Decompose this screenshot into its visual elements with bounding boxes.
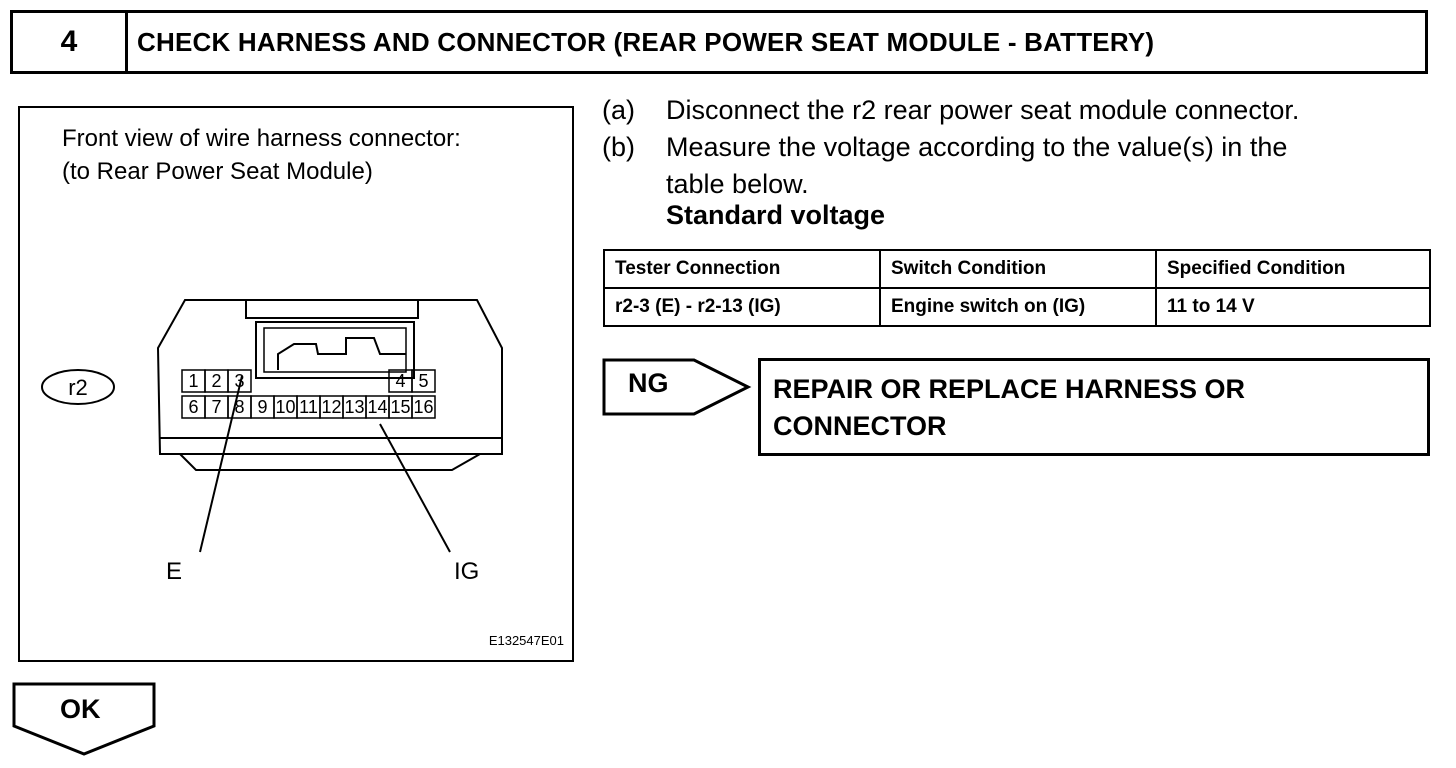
- step-header: 4 CHECK HARNESS AND CONNECTOR (REAR POWE…: [10, 10, 1428, 74]
- connector-id-label: r2: [68, 375, 88, 400]
- table-cell: 11 to 14 V: [1155, 287, 1431, 327]
- ok-arrow: [12, 682, 156, 756]
- table-header-row: Tester Connection Switch Condition Speci…: [603, 249, 1431, 289]
- connector-id-badge: [41, 369, 115, 405]
- connector-figure: Front view of wire harness connector: (t…: [18, 106, 574, 662]
- pin-number: 16: [413, 397, 433, 417]
- table-row: r2-3 (E) - r2-13 (IG) Engine switch on (…: [603, 287, 1431, 327]
- standard-voltage-heading: Standard voltage: [666, 200, 886, 230]
- pin-cell: [227, 369, 252, 393]
- pin-number: 5: [418, 371, 428, 391]
- table-header: Switch Condition: [879, 249, 1157, 289]
- pin-number: 6: [188, 397, 198, 417]
- pin-number: 2: [211, 371, 221, 391]
- step-title: CHECK HARNESS AND CONNECTOR (REAR POWER …: [137, 26, 1155, 57]
- table-cell: r2-3 (E) - r2-13 (IG): [603, 287, 881, 327]
- figure-id: E132547E01: [488, 633, 564, 648]
- instruction-a: (a) Disconnect the r2 rear power seat mo…: [602, 92, 1299, 129]
- label-e: E: [166, 558, 182, 585]
- pin-number: 13: [344, 397, 364, 417]
- pin-cell: [411, 395, 436, 419]
- pin-number: 15: [390, 397, 410, 417]
- pin-number: 4: [395, 371, 405, 391]
- ng-action-line2: CONNECTOR: [773, 411, 947, 441]
- connector-lock-tab: [245, 300, 419, 319]
- table-header: Specified Condition: [1155, 249, 1431, 289]
- pin-number: 7: [211, 397, 221, 417]
- instruction-letter: (a): [602, 95, 635, 125]
- leader-line-e: [199, 375, 243, 553]
- ng-arrow: [602, 358, 752, 416]
- instruction-letter: (b): [602, 132, 635, 162]
- instruction-b: (b) Measure the voltage according to the…: [602, 129, 1299, 203]
- ok-label: OK: [60, 694, 101, 724]
- instruction-text: Measure the voltage according to the val…: [666, 132, 1288, 162]
- connector-housing: [156, 299, 503, 455]
- figure-caption: Front view of wire harness connector: (t…: [62, 122, 461, 188]
- table-header: Tester Connection: [603, 249, 881, 289]
- spec-table: Tester Connection Switch Condition Speci…: [603, 249, 1431, 327]
- step-number: 4: [13, 13, 128, 71]
- leader-line-ig: [379, 423, 451, 553]
- pin-number: 9: [257, 397, 267, 417]
- table-cell: Engine switch on (IG): [879, 287, 1157, 327]
- pin-number: 12: [321, 397, 341, 417]
- instruction-text: table below.: [666, 169, 809, 199]
- pin-number: 10: [275, 397, 295, 417]
- pin-cell: [411, 369, 436, 393]
- pin-number: 14: [367, 397, 387, 417]
- figure-caption-line1: Front view of wire harness connector:: [62, 125, 461, 152]
- ng-action-line1: REPAIR OR REPLACE HARNESS OR: [773, 374, 1246, 404]
- pin-number: 1: [188, 371, 198, 391]
- connector-ledge: [160, 437, 502, 471]
- ng-action-box: REPAIR OR REPLACE HARNESS OR CONNECTOR: [758, 358, 1430, 456]
- figure-caption-line2: (to Rear Power Seat Module): [62, 158, 373, 185]
- pin-number: 3: [234, 371, 244, 391]
- ng-label: NG: [628, 368, 669, 398]
- pin-number: 8: [234, 397, 244, 417]
- instruction-list: (a) Disconnect the r2 rear power seat mo…: [602, 92, 1299, 203]
- label-ig: IG: [454, 558, 479, 585]
- instruction-text: Disconnect the r2 rear power seat module…: [666, 95, 1300, 125]
- pin-number: 11: [299, 397, 318, 417]
